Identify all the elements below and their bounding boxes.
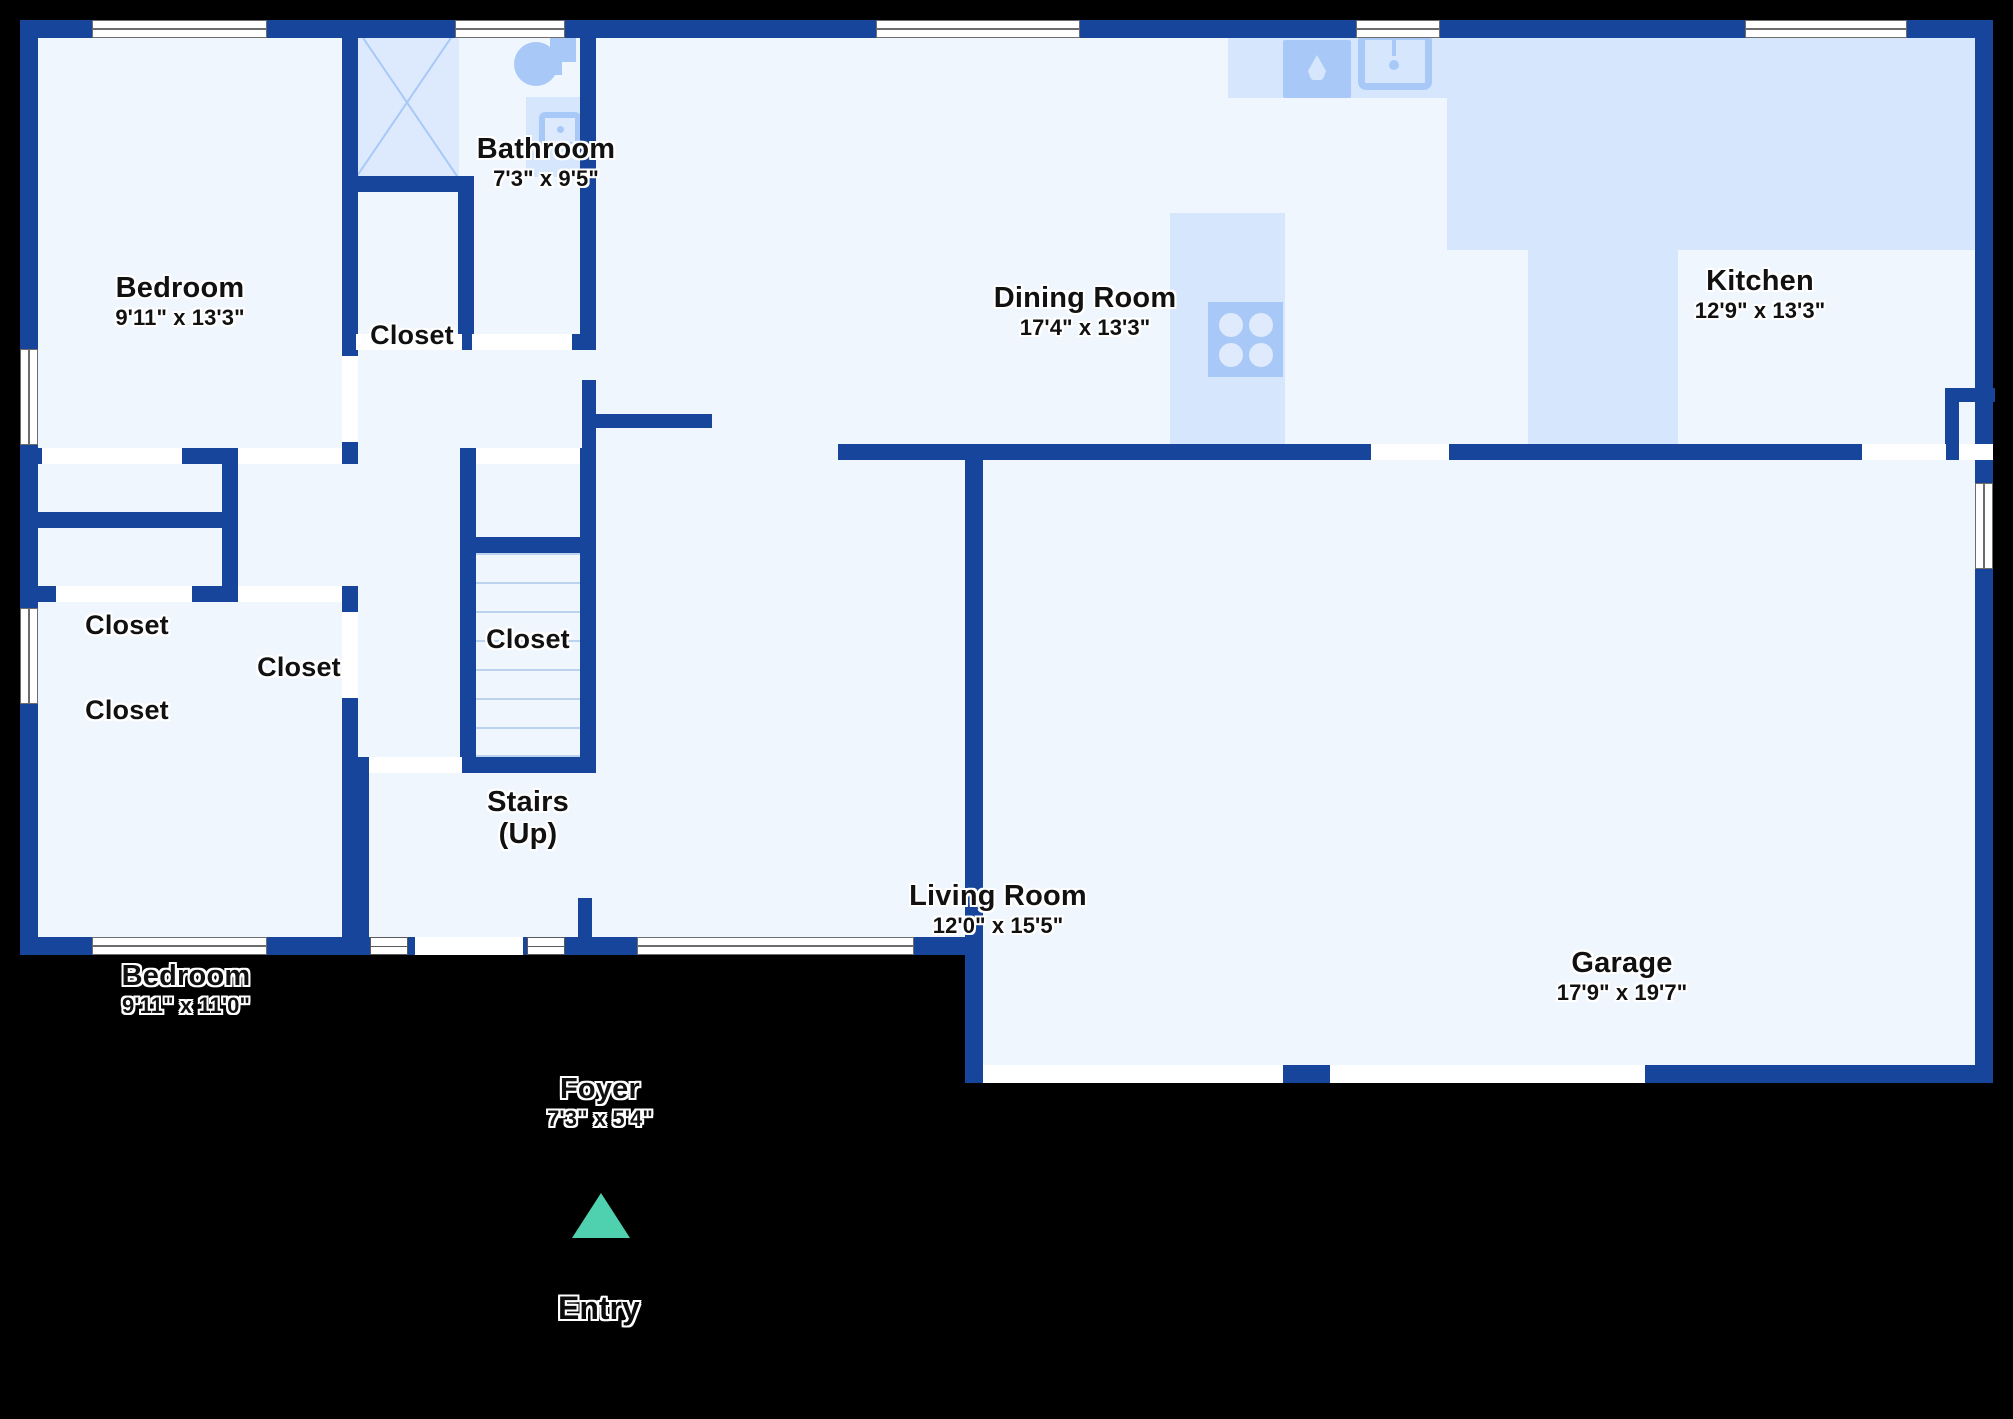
- floor-fill-living: [355, 450, 968, 950]
- wall-garage-right: [1975, 450, 1993, 1083]
- wall-bathroom-right: [580, 20, 596, 350]
- kitchen-basin-spout: [1392, 40, 1396, 56]
- stairs-treads: [476, 553, 580, 757]
- door-bedroom1[interactable]: [342, 356, 358, 442]
- door-foyer-exterior-left[interactable]: [370, 937, 408, 955]
- wall-living-right: [965, 450, 981, 950]
- wall-dining-left-stub: [582, 380, 596, 452]
- wall-closets-divider-v: [222, 448, 238, 586]
- cooktop-icon: [1208, 302, 1283, 377]
- wall-closet-bath-top: [350, 176, 474, 192]
- cooktop-burner-1: [1219, 313, 1243, 337]
- door-stairs-bottom[interactable]: [369, 757, 462, 773]
- toilet-neck: [548, 53, 562, 75]
- window-bedroom2-bottom: [92, 937, 267, 955]
- wall-stair-closet-bottom: [460, 537, 596, 553]
- door-closet-a[interactable]: [42, 448, 182, 464]
- floor-fill-garage: [968, 450, 1987, 1083]
- wall-alcove-left: [1945, 388, 1959, 454]
- window-kitchen-top: [1356, 20, 1440, 38]
- cooktop-burner-2: [1249, 313, 1273, 337]
- wall-exterior-right-top: [1975, 20, 1993, 450]
- window-bedroom1-left: [20, 349, 38, 445]
- shower-stall: [355, 26, 459, 179]
- door-foyer-exterior-right[interactable]: [527, 937, 565, 955]
- window-living-bottom: [637, 937, 914, 955]
- door-closet-bath[interactable]: [356, 334, 462, 350]
- wall-closet-bath-right: [458, 176, 474, 342]
- wall-exterior-left: [20, 20, 38, 955]
- cooktop-burner-3: [1219, 343, 1243, 367]
- door-alcove[interactable]: [1862, 444, 1946, 460]
- wall-foyer-right-stub: [578, 898, 592, 950]
- window-bedroom2-left: [20, 608, 38, 704]
- window-kitchen-top-right: [1745, 20, 1907, 38]
- entry-arrow-icon: [572, 1193, 630, 1238]
- wall-stair-right: [580, 448, 596, 773]
- garage-door-left[interactable]: [983, 1065, 1283, 1083]
- door-bedroom2[interactable]: [342, 612, 358, 698]
- bathroom-sink-drain: [557, 126, 564, 133]
- entry-label: Entry: [558, 1290, 640, 1326]
- window-garage-right: [1975, 483, 1993, 569]
- shower-x-icon: [355, 26, 459, 179]
- wall-closets-divider-h: [30, 512, 226, 528]
- garage-door-right[interactable]: [1330, 1065, 1645, 1083]
- window-bedroom1-top: [92, 20, 267, 38]
- room-label-bedroom-2: Bedroom 9'11" x 11'0": [121, 960, 251, 1019]
- window-dining-top: [876, 20, 1080, 38]
- kitchen-counter-column: [1528, 26, 1678, 446]
- door-garage-interior[interactable]: [1371, 444, 1449, 460]
- wall-stair-bottom: [460, 757, 596, 773]
- door-closet-b-bottom[interactable]: [238, 586, 342, 602]
- wall-foyer-left: [355, 757, 369, 950]
- door-closet-stairs[interactable]: [476, 448, 580, 464]
- door-front-entry[interactable]: [415, 937, 523, 955]
- wall-stair-left: [460, 448, 476, 773]
- room-label-foyer: Foyer 7'3" x 5'4": [547, 1073, 653, 1132]
- door-bathroom[interactable]: [472, 334, 572, 350]
- door-kitchen-pass[interactable]: [1959, 444, 1993, 460]
- cooktop-burner-4: [1249, 343, 1273, 367]
- window-bathroom-top: [455, 20, 565, 38]
- door-closet-b[interactable]: [238, 448, 342, 464]
- door-closet-c[interactable]: [56, 586, 192, 602]
- wall-dining-left-spur: [596, 414, 712, 428]
- kitchen-basin-drain: [1389, 60, 1399, 70]
